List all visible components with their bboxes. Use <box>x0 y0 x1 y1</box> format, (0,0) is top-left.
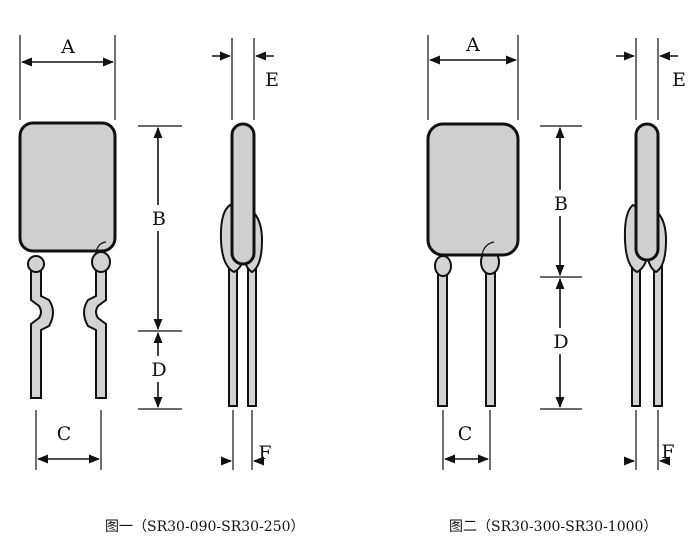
fig1-dim-a: A <box>19 35 116 120</box>
fig2-dim-bd: B D <box>540 125 582 410</box>
fig1-component-body <box>18 121 117 253</box>
fig1-label-f: F <box>258 442 271 464</box>
fig2-left-solder <box>434 255 452 277</box>
fig1-label-d: D <box>151 359 166 381</box>
fig1-label-a: A <box>60 36 75 58</box>
fig1-dim-c: C <box>35 410 102 470</box>
fig2-label-d: D <box>553 331 568 353</box>
fig1-label-b: B <box>152 208 166 230</box>
fig1-right-solder <box>91 251 111 273</box>
figure-2: A B D C <box>426 34 686 535</box>
fig1-lead-kink <box>95 241 107 253</box>
fig2-side-body <box>634 122 660 262</box>
fig2-dim-f: F <box>623 410 675 470</box>
fig2-dim-a: A <box>427 34 519 120</box>
fig2-side-lead-right <box>653 261 663 407</box>
fig2-label-f: F <box>661 441 674 463</box>
fig1-front-view <box>18 121 117 399</box>
fig2-label-c: C <box>458 423 473 445</box>
fig1-dim-f: F <box>220 410 272 470</box>
fig2-label-e: E <box>672 69 686 91</box>
fig2-component-body <box>426 122 520 257</box>
fig2-side-view <box>623 122 668 407</box>
fig2-side-lead-left <box>631 261 641 407</box>
fig2-left-lead <box>437 265 448 407</box>
fig1-caption: 图一（SR30-090-SR30-250） <box>105 519 305 535</box>
fig1-side-body <box>230 122 256 266</box>
fig1-label-e: E <box>265 69 279 91</box>
fig1-left-lead <box>30 267 54 399</box>
fig2-caption: 图二（SR30-300-SR30-1000） <box>449 519 657 535</box>
fig1-side-lead-right <box>247 261 257 407</box>
fig2-lead-kink <box>481 241 495 256</box>
fig2-dim-e: E <box>616 38 686 120</box>
figure-1: A B D C <box>18 35 305 535</box>
fig1-dim-e: E <box>212 38 279 120</box>
fig1-dim-bd: B D <box>138 125 182 410</box>
fig1-left-solder <box>27 255 45 273</box>
fig2-label-a: A <box>465 34 480 56</box>
fig1-label-c: C <box>57 423 72 445</box>
fig2-label-b: B <box>554 193 568 215</box>
fig2-front-view <box>426 122 520 407</box>
fig1-side-lead-left <box>228 261 238 407</box>
fig2-right-lead <box>485 265 496 407</box>
fig2-dim-c: C <box>442 410 491 470</box>
fig1-right-lead <box>83 267 107 399</box>
fig1-side-view <box>219 122 264 407</box>
